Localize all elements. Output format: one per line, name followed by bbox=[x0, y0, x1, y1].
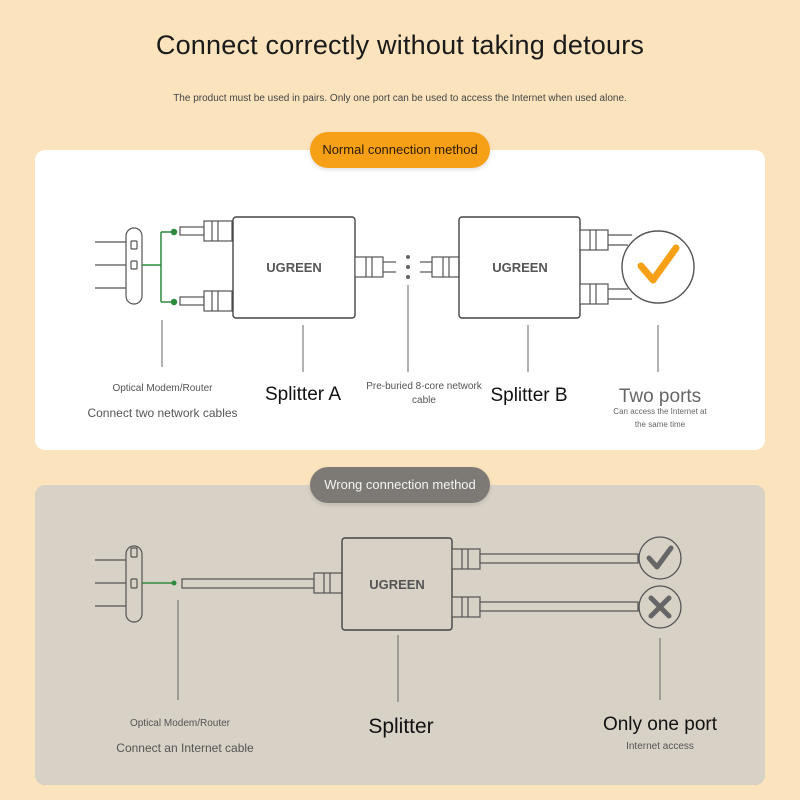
wrong-connection-panel bbox=[35, 485, 765, 785]
only-one-port-title: Only one port bbox=[602, 714, 718, 735]
wrong-input-cable bbox=[181, 572, 343, 594]
normal-green-link bbox=[142, 228, 178, 306]
wrong-check-icon bbox=[638, 536, 682, 580]
two-ports-desc: Can access the Internet at the same time bbox=[613, 407, 707, 429]
wrong-modem-label: Optical Modem/Router bbox=[129, 718, 231, 729]
normal-leader-lines bbox=[161, 285, 659, 372]
wrong-splitter-label: Splitter bbox=[368, 715, 434, 738]
splitter-a-cable-plug bbox=[354, 256, 396, 278]
wrong-splitter-brand: UGREEN bbox=[369, 577, 425, 592]
wrong-modem-icon bbox=[95, 545, 143, 623]
wrong-output-cables bbox=[451, 548, 639, 618]
normal-modem-label: Optical Modem/Router bbox=[112, 383, 213, 394]
splitter-a-plugs bbox=[179, 220, 233, 312]
wrong-cross-icon bbox=[638, 585, 682, 629]
only-one-port-desc: Internet access bbox=[626, 741, 694, 752]
wrong-connection-badge: Wrong connection method bbox=[310, 467, 490, 503]
wrong-green-link bbox=[142, 580, 177, 586]
wrong-splitter-box bbox=[341, 537, 453, 631]
splitter-b-label: Splitter B bbox=[490, 385, 568, 406]
page-title: Connect correctly without taking detours bbox=[155, 30, 645, 60]
normal-modem-desc: Connect two network cables bbox=[87, 406, 238, 420]
splitter-b-brand: UGREEN bbox=[492, 260, 548, 275]
two-ports-check-icon bbox=[621, 230, 695, 304]
normal-modem-icon bbox=[95, 227, 143, 305]
page-subtitle: The product must be used in pairs. Only … bbox=[173, 93, 627, 104]
two-ports-title: Two ports bbox=[618, 386, 702, 407]
cable-label: Pre-buried 8-core network cable bbox=[366, 381, 482, 406]
wrong-modem-desc: Connect an Internet cable bbox=[116, 741, 254, 755]
splitter-b-box bbox=[458, 216, 581, 319]
splitter-a-label: Splitter A bbox=[264, 384, 342, 405]
wrong-leader-lines bbox=[177, 600, 661, 702]
cable-break-dots bbox=[406, 255, 410, 279]
splitter-b-plugs bbox=[579, 229, 632, 305]
normal-connection-badge: Normal connection method bbox=[310, 132, 490, 168]
splitter-a-brand: UGREEN bbox=[266, 260, 322, 275]
splitter-b-cable-plug bbox=[420, 256, 460, 278]
